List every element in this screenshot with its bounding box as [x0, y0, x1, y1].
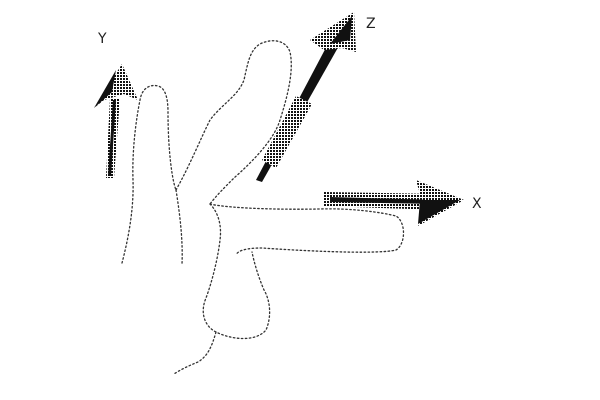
z-axis-arrow — [256, 12, 356, 182]
x-arrow-head-edge — [418, 200, 460, 224]
z-axis-label: Z — [366, 16, 376, 32]
hand-outline — [121, 40, 405, 375]
z-arrow-head — [310, 12, 356, 52]
y-arrow-head-edge — [94, 70, 116, 108]
z-arrow-head-edge — [330, 16, 352, 44]
index-finger-outline — [175, 40, 292, 205]
folded-fingers-outline — [202, 203, 271, 340]
middle-finger-outline — [209, 203, 405, 256]
y-axis-label: Y — [98, 31, 107, 47]
x-axis-label: X — [472, 196, 482, 212]
z-arrow-shaft-shade — [262, 96, 312, 168]
x-arrow-shaft-core — [330, 197, 438, 204]
y-axis-arrow — [94, 64, 138, 178]
palm-edge-outline — [175, 189, 183, 265]
y-arrow-shaft-core — [108, 100, 116, 176]
thumb-outline — [121, 84, 177, 264]
x-axis-arrow — [324, 180, 464, 226]
wrist-outline — [173, 331, 217, 375]
